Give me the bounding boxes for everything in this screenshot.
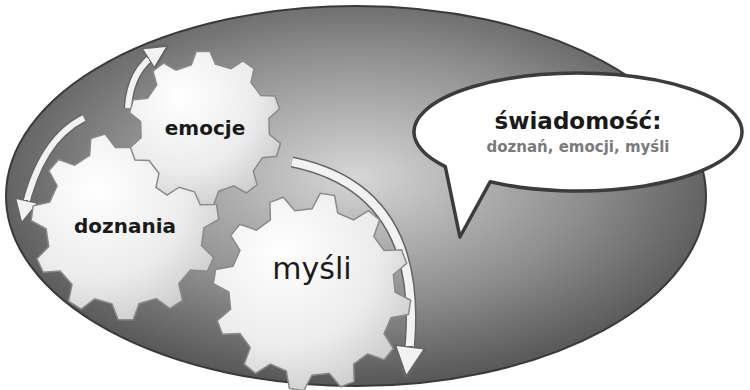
- gear-shape: [212, 192, 412, 390]
- gear-emocje: emocje: [127, 50, 283, 206]
- speech-bubble: świadomość: doznań, emocji, myśli: [413, 72, 743, 192]
- node-label: świadomość:: [495, 108, 662, 134]
- node-label: doznania: [74, 214, 176, 238]
- bubble-outline: [414, 73, 742, 237]
- node-subtext: doznań, emocji, myśli: [487, 138, 670, 156]
- node-label: emocje: [165, 116, 245, 140]
- gear-outline: [213, 193, 410, 390]
- gear-mysli: myśli: [212, 192, 412, 390]
- node-label: myśli: [272, 251, 351, 286]
- gear-outline: [31, 134, 219, 320]
